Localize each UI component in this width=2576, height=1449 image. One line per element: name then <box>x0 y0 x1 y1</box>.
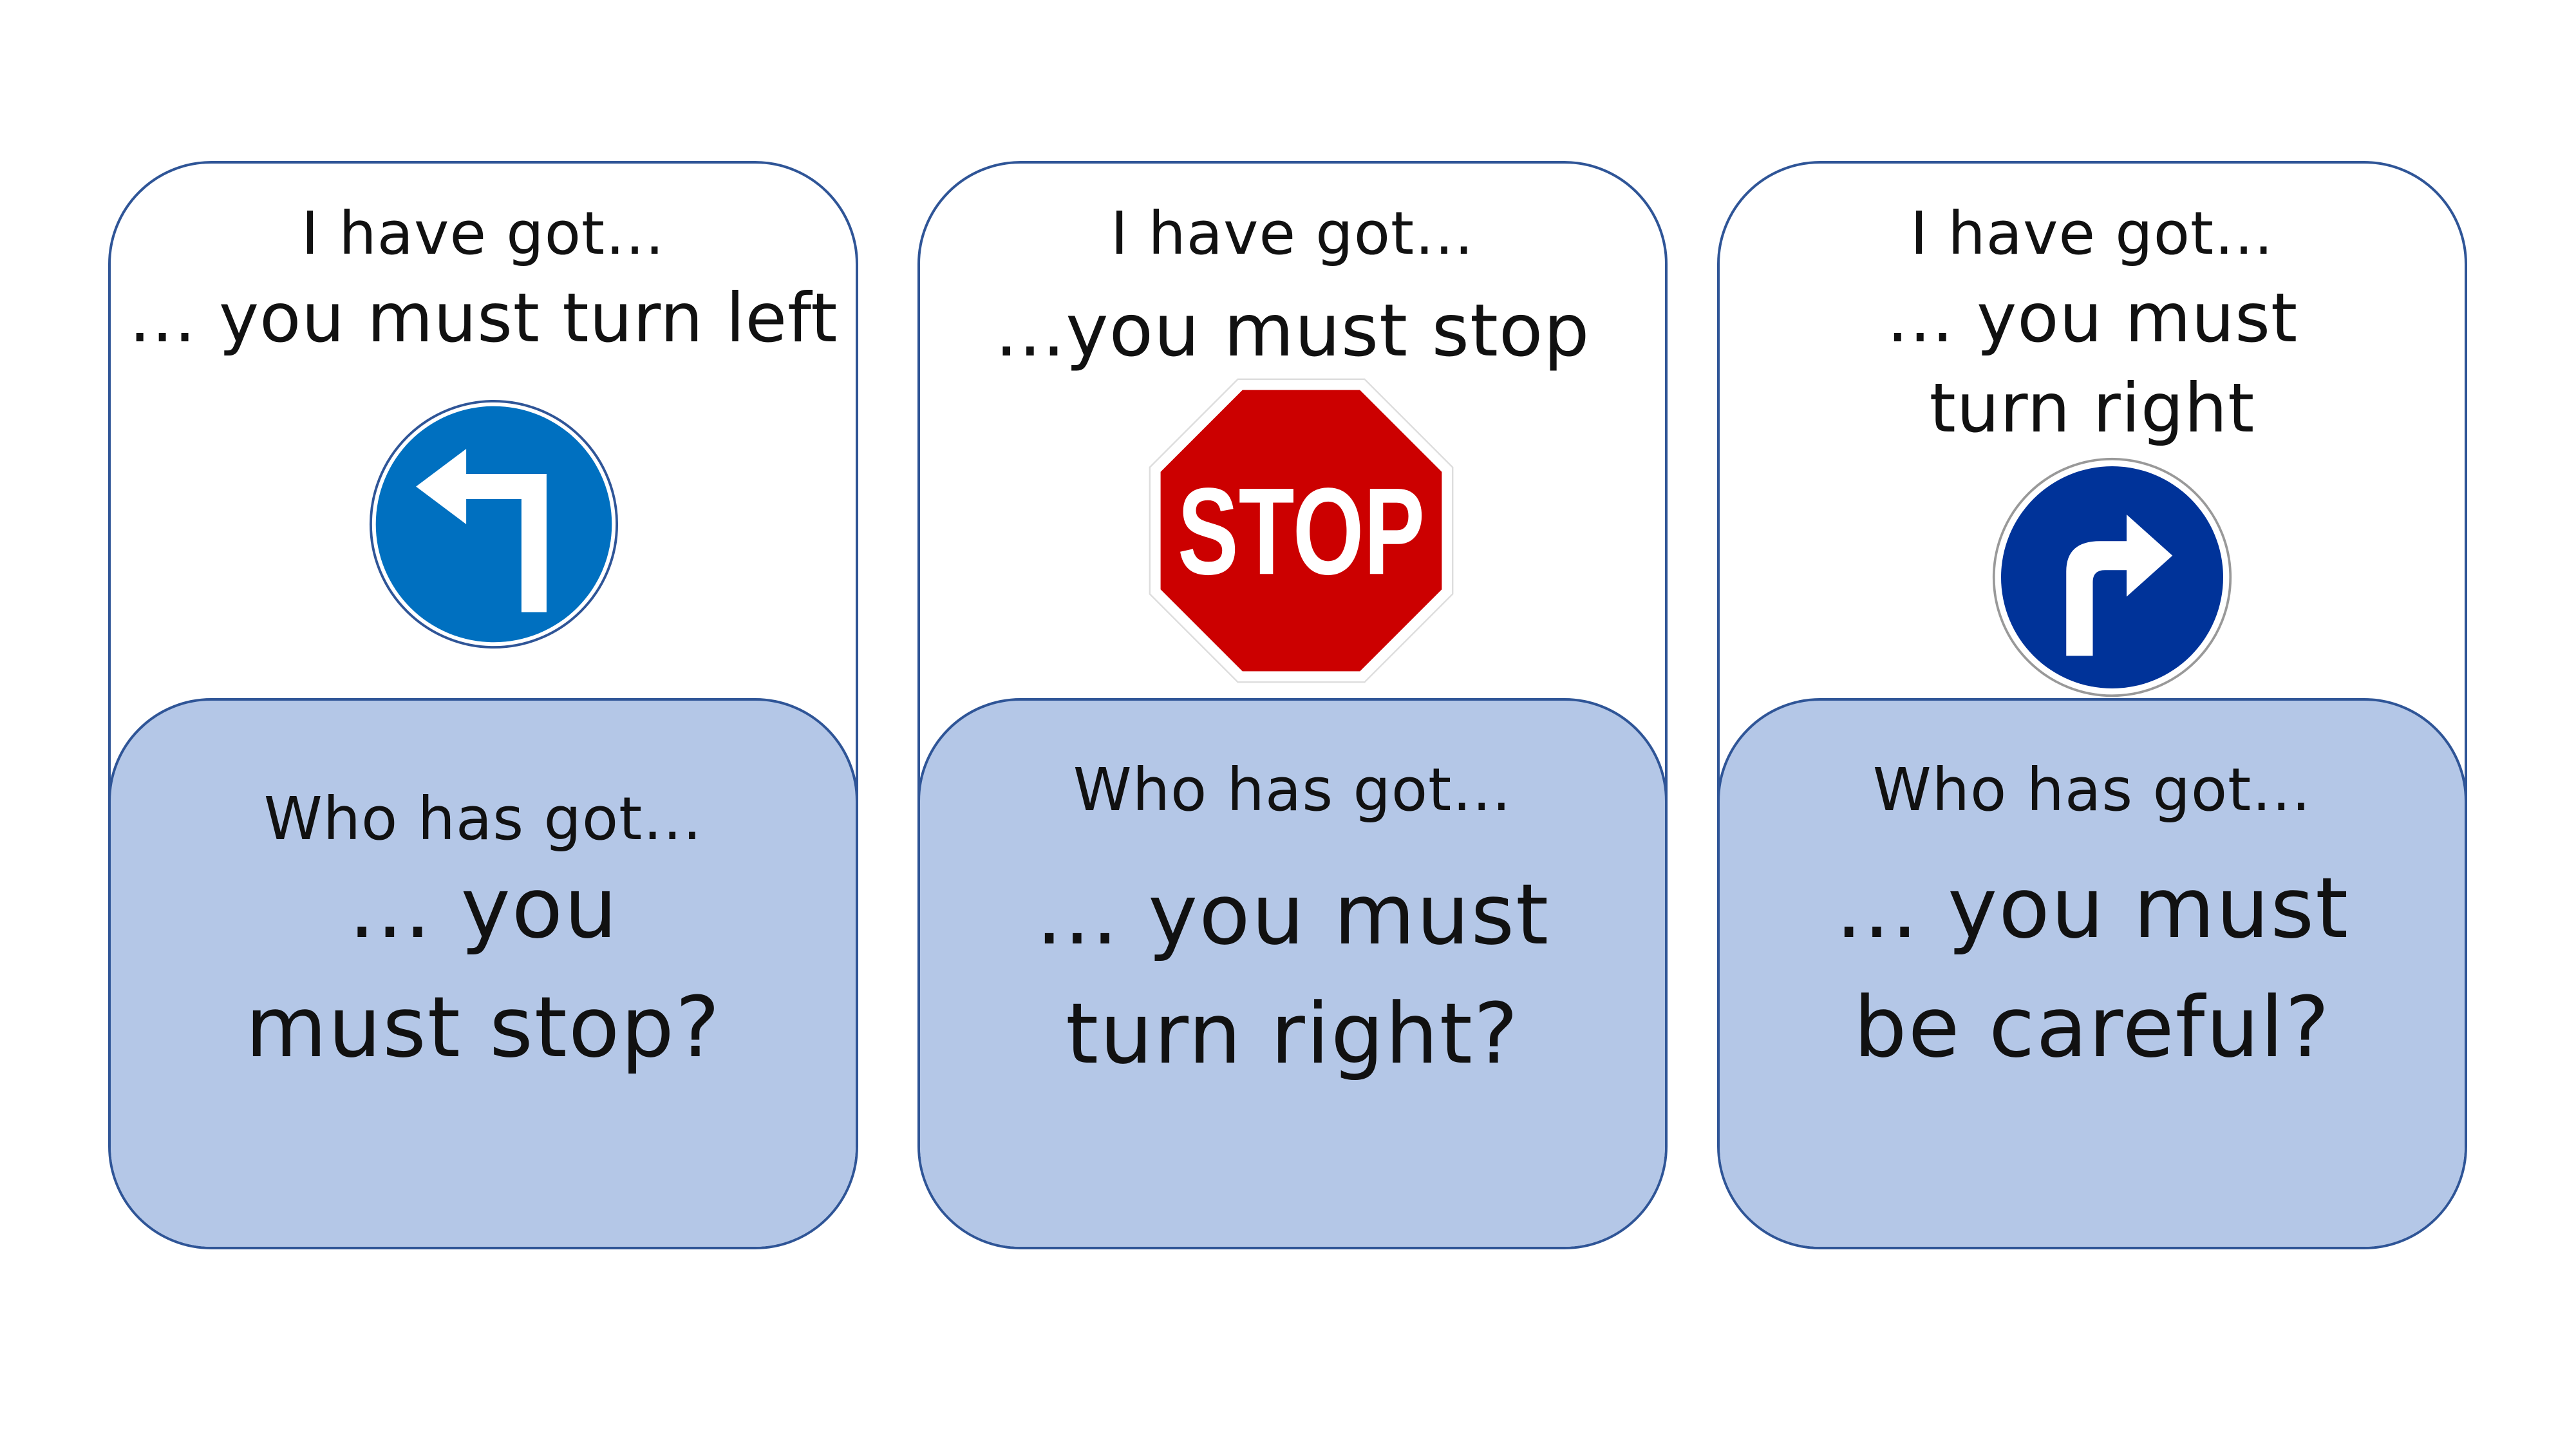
question-panel: Who has got… … you must turn right? <box>920 698 1665 1247</box>
card-turn-left: I have got… … you must turn left Who has… <box>108 161 858 1249</box>
who-has-got-label: Who has got… <box>1872 755 2312 824</box>
have-got-label: I have got… <box>301 199 666 268</box>
answer-text: … you must turn left <box>128 279 838 357</box>
have-got-label: I have got… <box>1110 199 1475 268</box>
stop-sign-text: STOP <box>1178 462 1425 600</box>
card-stop: I have got… ...you must stop STOP Who ha… <box>917 161 1668 1249</box>
answer-text: … you must turn right <box>1886 279 2299 448</box>
question-panel: Who has got… … you must be careful? <box>1720 698 2465 1247</box>
who-has-got-label: Who has got… <box>1073 755 1512 824</box>
question-text: … you must turn right? <box>1035 866 1550 1083</box>
question-text: … you must be careful? <box>1834 859 2350 1076</box>
question-panel: Who has got… … you must stop? <box>111 698 856 1247</box>
turn-right-arrow-icon <box>1992 457 2232 697</box>
have-got-label: I have got… <box>1910 199 2275 268</box>
question-text: … you must stop? <box>245 859 721 1076</box>
turn-left-arrow-icon <box>369 399 619 649</box>
card-turn-right: I have got… … you must turn right Who ha… <box>1717 161 2467 1249</box>
stop-sign-icon: STOP <box>1149 378 1454 683</box>
who-has-got-label: Who has got… <box>263 784 703 853</box>
answer-text: ...you must stop <box>995 289 1590 373</box>
